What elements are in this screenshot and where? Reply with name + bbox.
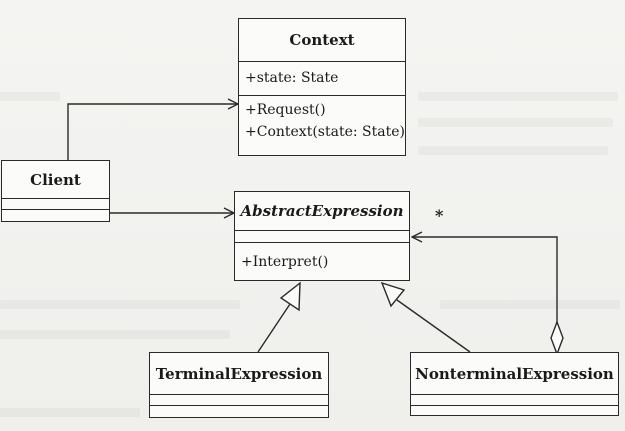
context-attribute-state: +state: State	[245, 70, 339, 86]
context-operation-request: +Request()	[245, 102, 326, 118]
terminal-expression-operations	[150, 406, 328, 417]
client-class-name: Client	[2, 161, 109, 199]
terminal-expression-attributes	[150, 395, 328, 406]
terminal-generalization-line	[257, 303, 291, 353]
abstract-expression-class-name: AbstractExpression	[235, 192, 409, 231]
context-operation-constructor: +Context(state: State)	[245, 124, 405, 140]
abstract-expression-attributes	[235, 231, 409, 243]
client-operations	[2, 210, 109, 221]
abstract-expression-class: AbstractExpression +Interpret()	[234, 191, 410, 281]
context-operations: +Request() +Context(state: State)	[239, 96, 405, 143]
abstract-expression-operation-interpret: +Interpret()	[241, 254, 329, 270]
context-class-name: Context	[239, 19, 405, 62]
aggregation-multiplicity: *	[435, 206, 444, 225]
nonterminal-expression-attributes	[411, 395, 618, 406]
nonterminal-generalization-line	[396, 299, 471, 353]
nonterminal-expression-class: NonterminalExpression	[410, 352, 619, 416]
terminal-expression-class-name: TerminalExpression	[150, 353, 328, 395]
client-to-context-association	[67, 104, 238, 160]
nonterminal-expression-class-name: NonterminalExpression	[411, 353, 618, 395]
terminal-expression-class: TerminalExpression	[149, 352, 329, 418]
client-attributes	[2, 199, 109, 210]
nonterminal-generalization-triangle	[380, 281, 406, 308]
context-attributes: +state: State	[239, 62, 405, 96]
nonterminal-expression-operations	[411, 406, 618, 417]
abstract-expression-operations: +Interpret()	[235, 243, 409, 273]
terminal-generalization-triangle	[279, 281, 301, 312]
client-class: Client	[1, 160, 110, 222]
aggregation-line	[412, 237, 558, 328]
context-class: Context +state: State +Request() +Contex…	[238, 18, 406, 156]
aggregation-diamond	[550, 320, 564, 356]
